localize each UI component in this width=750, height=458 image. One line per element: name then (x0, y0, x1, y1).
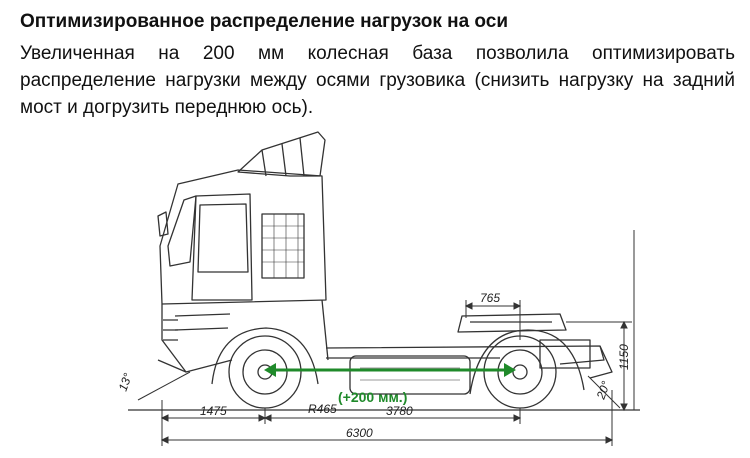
departure-angle: 20° (593, 379, 613, 402)
dim-1150: 1150 (617, 344, 631, 370)
dim-3780: 3780 (386, 404, 413, 418)
dim-765: 765 (480, 291, 500, 305)
cab-door (191, 193, 253, 301)
fifth-wheel (457, 313, 567, 333)
section-heading: Оптимизированное распределение нагрузок … (20, 11, 509, 32)
chassis-frame (325, 345, 605, 365)
dim-r465: R465 (308, 402, 337, 416)
windshield (167, 195, 197, 267)
wheelbase-increase-label: (+200 мм.) (338, 389, 407, 405)
description-paragraph: Увеличенная на 200 мм колесная база позв… (20, 43, 735, 118)
front-wheel (228, 335, 302, 409)
cab-outline (159, 169, 327, 305)
dim-6300: 6300 (346, 426, 373, 440)
side-window (261, 213, 305, 279)
approach-angle: 13° (116, 371, 135, 393)
wheelbase-increase-arrow (264, 363, 516, 377)
dim-1475: 1475 (200, 404, 227, 418)
fuel-tank (349, 355, 471, 395)
side-mirror (157, 211, 169, 237)
roof-spoiler (237, 131, 326, 177)
